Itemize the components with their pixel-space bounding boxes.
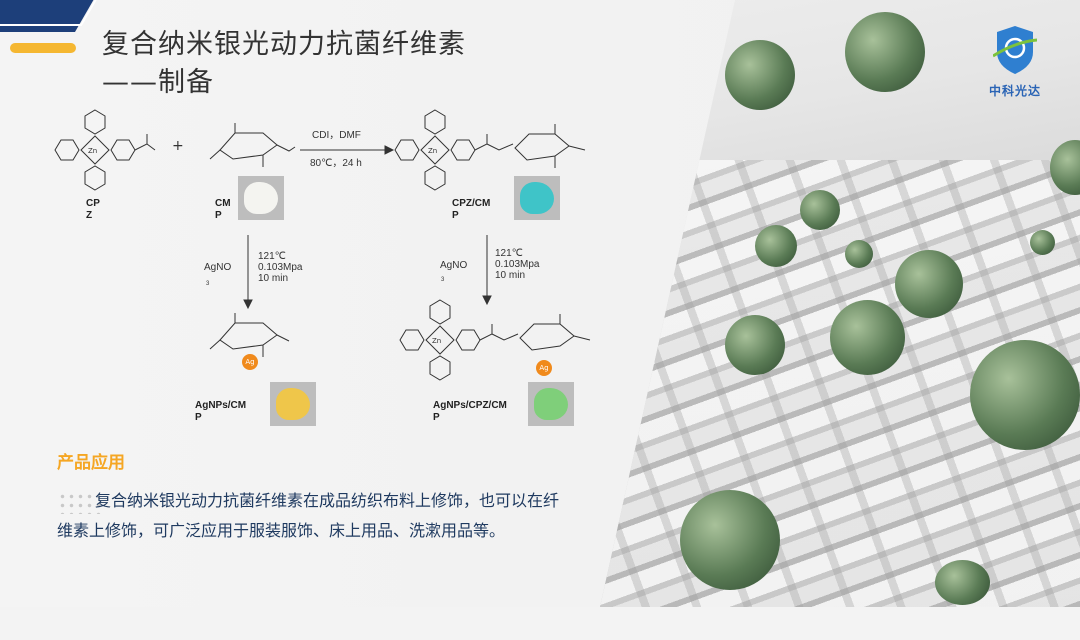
zn-label: Zn xyxy=(428,147,437,155)
title-line-1: 复合纳米银光动力抗菌纤维素 xyxy=(102,29,466,60)
conditions-right: 121℃ 0.103Mpa 10 min xyxy=(495,248,539,281)
cmp-sample-photo xyxy=(238,176,284,220)
cpz-cmp-sample-photo xyxy=(514,176,560,220)
reagent-subscript: 3 xyxy=(206,281,210,287)
condition-time: 10 min xyxy=(495,270,526,281)
decor-yellow-bar xyxy=(10,43,76,53)
plus-sign: + xyxy=(172,138,184,154)
agnps-cmp-sample-photo xyxy=(270,382,316,426)
zn-label: Zn xyxy=(432,337,441,345)
label-cpz: CP Z xyxy=(86,198,100,221)
silver-nanoparticle-badge: Ag xyxy=(536,360,552,376)
zn-label: Zn xyxy=(88,147,97,155)
label-cmp: CM P xyxy=(215,198,231,221)
slide-title: 复合纳米银光动力抗菌纤维素 ——制备 xyxy=(102,26,466,102)
conditions-left: 121℃ 0.103Mpa 10 min xyxy=(258,251,302,284)
condition-pressure: 0.103Mpa xyxy=(258,262,303,273)
slide: 复合纳米银光动力抗菌纤维素 ——制备 中科光达 xyxy=(0,0,1080,607)
label-agnps-cmp: AgNPs/CM P xyxy=(195,400,247,423)
label-cpz-cmp: CPZ/CM P xyxy=(452,198,491,221)
decor-dots xyxy=(58,492,103,514)
cmp-structure xyxy=(209,123,296,167)
step1-reagents: CDI，DMF xyxy=(312,130,361,141)
condition-temp: 121℃ xyxy=(258,251,286,262)
reagent-subscript: 3 xyxy=(441,277,445,283)
section-heading: 产品应用 xyxy=(57,453,125,473)
title-line-2: ——制备 xyxy=(102,67,214,98)
cpz-structure xyxy=(54,109,156,191)
reagent-agno3: AgNO xyxy=(204,262,232,273)
agnps-cpz-cmp-sample-photo xyxy=(528,382,574,426)
section-body: 复合纳米银光动力抗菌纤维素在成品纺织布料上修饰，也可以在纤维素上修饰，可广泛应用… xyxy=(57,491,560,540)
condition-temp: 121℃ xyxy=(495,248,523,259)
cpz-cmp-structure xyxy=(394,109,586,191)
condition-pressure: 0.103Mpa xyxy=(495,259,540,270)
logo-text: 中科光达 xyxy=(988,84,1041,98)
step1-conditions: 80℃，24 h xyxy=(310,158,362,169)
reagent-agno3: AgNO xyxy=(440,260,468,271)
silver-nanoparticle-badge: Ag xyxy=(242,354,258,370)
reaction-scheme: + Zn Zn Zn xyxy=(54,109,591,381)
condition-time: 10 min xyxy=(258,273,289,284)
company-logo: 中科光达 xyxy=(980,24,1050,99)
shield-logo-icon xyxy=(992,26,1038,74)
label-agnps-cpz-cmp: AgNPs/CPZ/CM P xyxy=(433,400,507,423)
